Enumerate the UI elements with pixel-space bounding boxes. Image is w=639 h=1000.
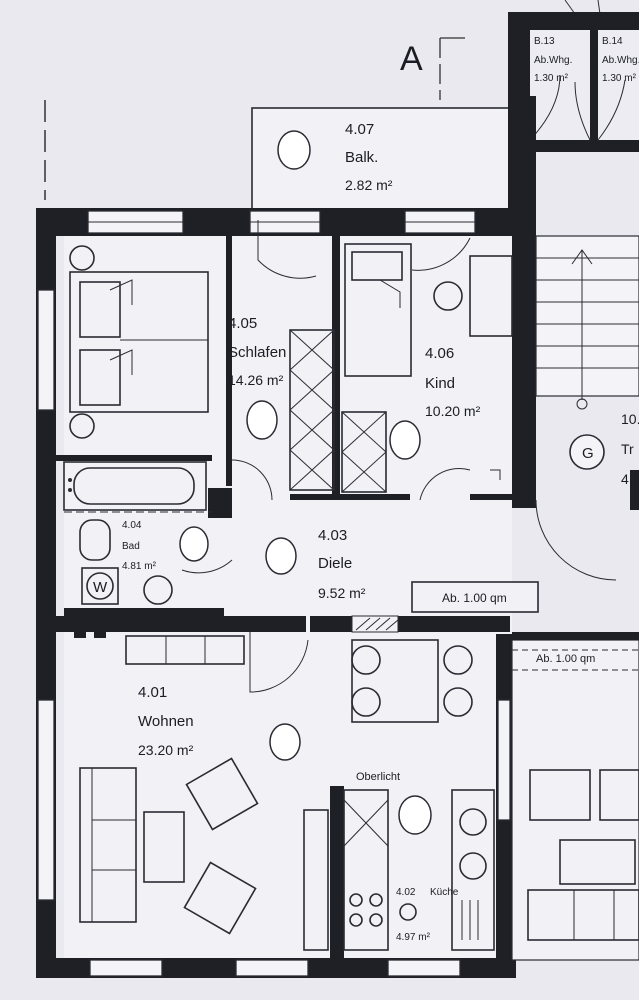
interior-walls (56, 236, 520, 958)
room-schlafen-number: 4.05 (228, 315, 257, 332)
neighbor-b13-number: B.13 (534, 36, 555, 47)
ceiling-lamps (179, 130, 432, 835)
storage-label-2: Ab. 1.00 qm (536, 653, 595, 665)
lamp-kids-room (389, 420, 421, 460)
room-kueche-number: 4.02 (396, 887, 416, 898)
neighbor-b14-area: 1.30 m² (602, 73, 637, 84)
room-wohnen-area: 23.20 m² (138, 742, 194, 758)
room-balkon-name: Balk. (345, 149, 378, 166)
room-kueche-area: 4.97 m² (396, 932, 431, 943)
windows (37, 210, 511, 977)
room-balkon-number: 4.07 (345, 121, 374, 138)
room-bad-number: 4.04 (122, 520, 142, 531)
stairwell (535, 235, 639, 510)
room-diele-name: Diele (318, 555, 352, 572)
kitchen-fixtures (343, 789, 495, 951)
kids-room-furniture (341, 243, 513, 493)
stair-room-name: Tr (621, 441, 634, 457)
living-room-furniture (79, 635, 473, 951)
room-kind-number: 4.06 (425, 345, 454, 362)
storage-label-1: Ab. 1.00 qm (442, 591, 507, 605)
stair-room-area: 4. (621, 471, 633, 487)
room-schlafen-area: 14.26 m² (228, 372, 284, 388)
lamp-kitchen (398, 795, 432, 835)
lamp-balcony (277, 130, 311, 170)
neighbor-b13-area: 1.30 m² (534, 73, 569, 84)
neighbor-b14-name: Ab.Whg. (602, 55, 639, 66)
reference-lines (44, 0, 601, 200)
neighbor-b14-number: B.14 (602, 36, 623, 47)
room-diele-area: 9.52 m² (318, 585, 366, 601)
room-kind-name: Kind (425, 375, 455, 392)
bathroom-fixtures (63, 461, 212, 605)
room-wohnen-number: 4.01 (138, 684, 167, 701)
bedroom-furniture (69, 245, 335, 491)
lamp-hall (265, 537, 297, 575)
room-wohnen-name: Wohnen (138, 713, 194, 730)
room-kind-area: 10.20 m² (425, 403, 481, 419)
lamp-bathroom (179, 526, 209, 562)
room-bad-area: 4.81 m² (122, 561, 157, 572)
stair-symbol: G (582, 445, 594, 462)
section-mark: A (400, 40, 423, 78)
skylight-label: Oberlicht (356, 771, 400, 783)
lamp-bedroom (246, 400, 278, 440)
neighbor-unit (511, 632, 639, 961)
stair-room-number: 10. (621, 411, 639, 427)
neighbor-storage-block (508, 12, 639, 152)
room-bad-name: Bad (122, 541, 140, 552)
lamp-living-room (269, 723, 301, 761)
room-kueche-name: Küche (430, 887, 459, 898)
room-balkon-area: 2.82 m² (345, 177, 393, 193)
room-diele-number: 4.03 (318, 527, 347, 544)
neighbor-b13-name: Ab.Whg. (534, 55, 572, 66)
door-swings (181, 220, 617, 693)
storage-box-1 (411, 581, 539, 613)
washer-symbol: W (93, 579, 108, 596)
room-schlafen-name: Schlafen (228, 344, 286, 361)
